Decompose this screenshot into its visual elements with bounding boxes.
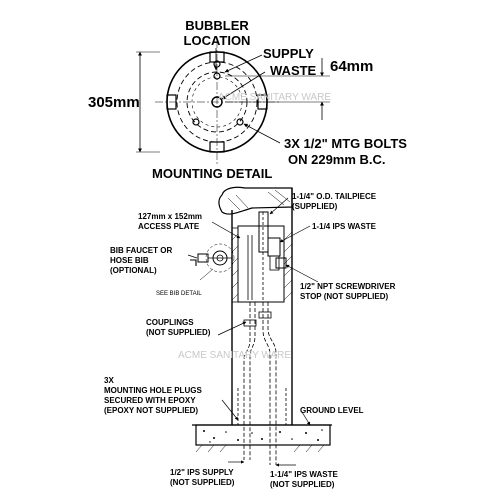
access-cavity <box>237 225 285 303</box>
bolts-label-line2: ON 229mm B.C. <box>288 152 386 167</box>
bolts-label-line1: 3X 1/2" MTG BOLTS <box>284 136 407 151</box>
bib-label-line1: BIB FAUCET OR <box>110 246 173 255</box>
waste-label: WASTE <box>270 63 317 78</box>
dashed-waste-line <box>262 302 271 465</box>
bubbler-label-line2: LOCATION <box>183 33 251 48</box>
plan-view <box>136 40 330 165</box>
tailpiece <box>258 211 269 253</box>
bolt-hole-1 <box>192 118 200 126</box>
watermark-top: ACME SANITARY WARE <box>218 92 331 103</box>
concrete-slab <box>195 424 331 446</box>
dashed-supply-line <box>243 302 251 460</box>
section-view <box>187 186 332 467</box>
ground-level-label: GROUND LEVEL <box>300 406 364 415</box>
ips-waste-label: 1-1/4 IPS WASTE <box>312 222 377 231</box>
plugs-label-line2: MOUNTING HOLE PLUGS <box>104 386 202 395</box>
tailpiece-label-line2: (SUPPLIED) <box>292 202 338 211</box>
npt-stop-label-line1: 1/2" NPT SCREWDRIVER <box>300 282 396 291</box>
bolt-hole-2 <box>236 118 244 126</box>
dimension-64mm: 64mm <box>330 58 374 75</box>
access-plate-label-line1: 127mm x 152mm <box>138 212 203 221</box>
plugs-label-line3: SECURED WITH EPOXY <box>104 396 196 405</box>
tailpiece-label-line1: 1-1/4" O.D. TAILPIECE <box>292 192 377 201</box>
supply-label: SUPPLY <box>263 46 314 61</box>
plugs-label-line1: 3X <box>104 376 114 385</box>
see-bib-detail-label: SEE BIB DETAIL <box>156 291 202 297</box>
bib-label-line2: HOSE BIB <box>110 256 149 265</box>
access-plate-label-line2: ACCESS PLATE <box>138 222 200 231</box>
plugs-label-line4: (EPOXY NOT SUPPLIED) <box>104 406 199 415</box>
ips-waste-pipe <box>267 237 281 257</box>
bib-label-line3: (OPTIONAL) <box>110 266 157 275</box>
ips-waste-bottom-label-line1: 1-1/4" IPS WASTE <box>270 470 338 479</box>
bubbler-top <box>218 186 293 215</box>
mounting-detail-title: MOUNTING DETAIL <box>152 166 273 181</box>
dimension-305mm: 305mm <box>88 94 140 111</box>
ips-supply-label-line1: 1/2" IPS SUPPLY <box>170 468 234 477</box>
screwdriver-stop <box>275 257 287 269</box>
bubbler-label-line1: BUBBLER <box>185 18 249 33</box>
coupling-2 <box>258 311 272 319</box>
ips-supply-label-line2: (NOT SUPPLIED) <box>170 478 235 487</box>
bubbler-location-label: BUBBLER LOCATION <box>178 18 256 48</box>
couplings-label-line1: COUPLINGS <box>146 318 194 327</box>
bib-faucet <box>190 250 232 266</box>
couplings-label-line2: (NOT SUPPLIED) <box>146 328 211 337</box>
npt-stop-label-line2: STOP (NOT SUPPLIED) <box>300 292 389 301</box>
watermark-section: ACME SANITARY WARE <box>178 350 291 361</box>
ips-waste-bottom-label-line2: (NOT SUPPLIED) <box>270 480 335 489</box>
